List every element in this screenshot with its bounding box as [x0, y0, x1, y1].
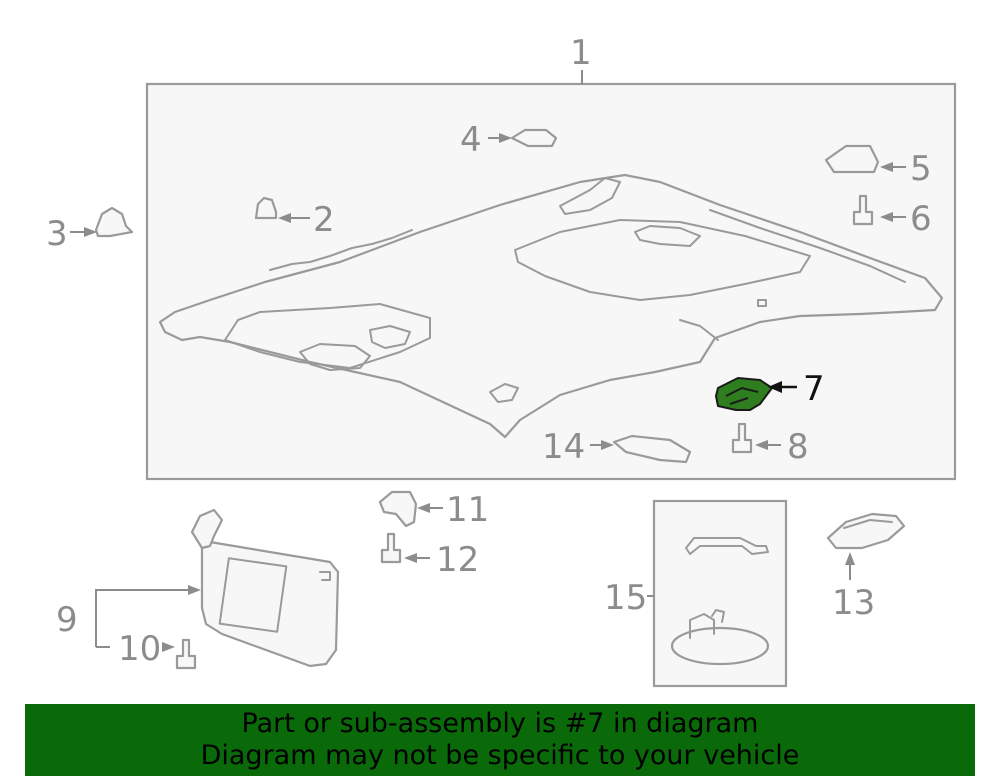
bracket-11[interactable]: [378, 490, 418, 528]
callout-3[interactable]: 3: [46, 214, 68, 254]
dome-lamp-15[interactable]: [670, 537, 770, 666]
banner-line-2: Diagram may not be specific to your vehi…: [200, 740, 800, 771]
callout-13[interactable]: 13: [832, 583, 875, 623]
callout-12[interactable]: 12: [436, 540, 479, 580]
bracket-5[interactable]: [824, 144, 880, 174]
info-banner: Part or sub-assembly is #7 in diagram Di…: [25, 704, 975, 776]
callout-11[interactable]: 11: [446, 490, 489, 530]
callout-10[interactable]: 10: [118, 629, 161, 669]
retainer-clip-3[interactable]: [94, 206, 134, 238]
sun-visor-9[interactable]: [190, 508, 340, 668]
callout-15[interactable]: 15: [604, 578, 647, 618]
retainer-clip-2[interactable]: [254, 196, 278, 220]
callout-5[interactable]: 5: [910, 149, 932, 189]
headliner-panel[interactable]: [158, 173, 944, 439]
callout-14[interactable]: 14: [542, 427, 585, 467]
screw-10[interactable]: [175, 638, 197, 670]
lamp-13[interactable]: [826, 512, 906, 550]
push-pin-6[interactable]: [852, 194, 874, 226]
callout-6[interactable]: 6: [910, 199, 932, 239]
highlighted-part-7[interactable]: [715, 377, 773, 411]
trim-piece-14[interactable]: [612, 434, 692, 464]
callout-9[interactable]: 9: [56, 600, 78, 640]
callout-4[interactable]: 4: [460, 120, 482, 160]
callout-2[interactable]: 2: [313, 200, 335, 240]
banner-line-1: Part or sub-assembly is #7 in diagram: [241, 708, 759, 739]
callout-1[interactable]: 1: [570, 33, 592, 73]
bracket-4[interactable]: [510, 128, 558, 148]
callout-8[interactable]: 8: [787, 427, 809, 467]
push-pin-12[interactable]: [380, 532, 402, 564]
push-pin-8[interactable]: [731, 422, 753, 454]
callout-7[interactable]: 7: [803, 369, 825, 409]
